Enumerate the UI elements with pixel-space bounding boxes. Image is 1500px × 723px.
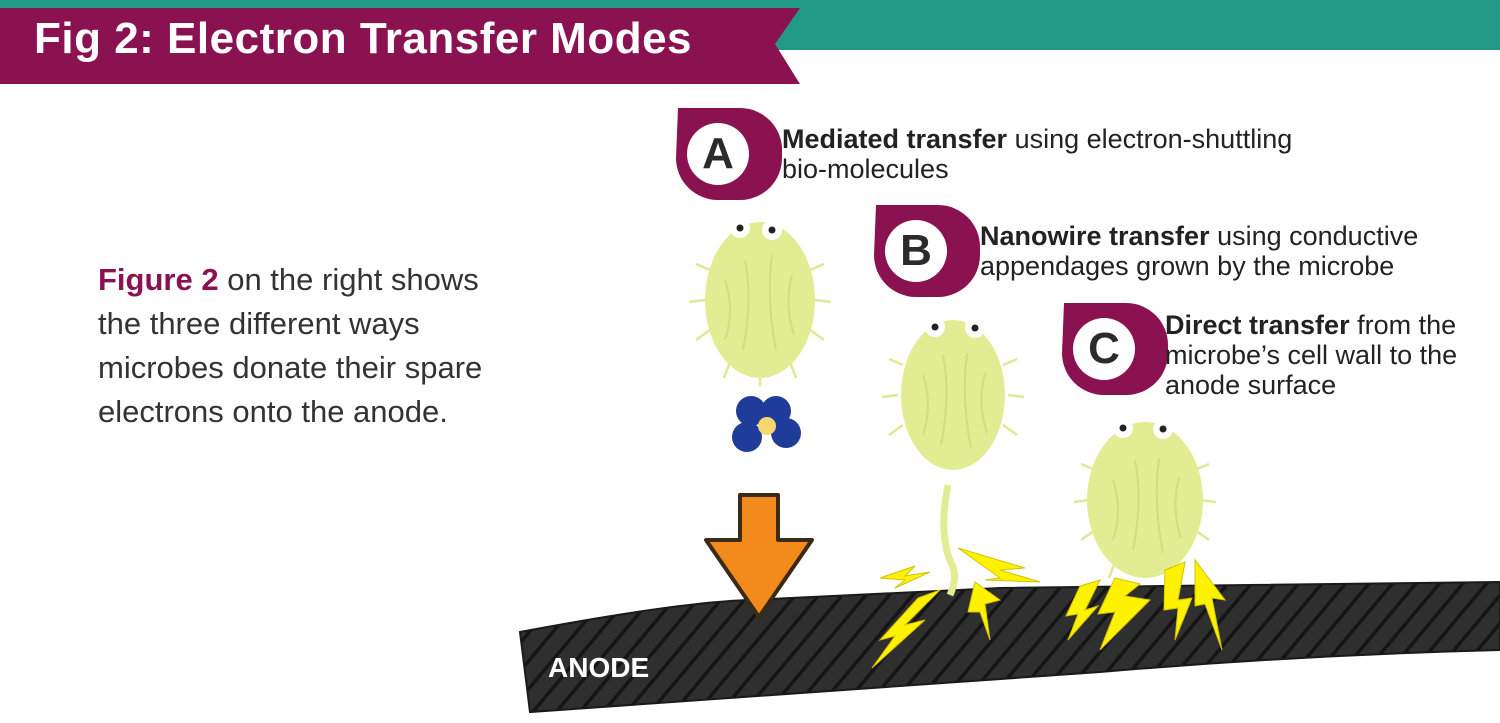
mode-b-line-1: using conductive (1209, 221, 1419, 251)
mode-a-line-1: using electron-shuttling (1007, 124, 1293, 154)
down-arrow-icon (704, 493, 814, 619)
badge-a-icon (676, 108, 782, 200)
intro-line-2: the three different ways (98, 306, 420, 341)
badge-b-letter: B (900, 226, 932, 275)
mode-b-name: Nanowire transfer (980, 221, 1210, 251)
mode-a-name: Mediated transfer (782, 124, 1008, 154)
badge-b-icon (874, 205, 980, 297)
intro-paragraph: Figure 2 on the right shows the three di… (98, 258, 538, 434)
title-banner (0, 8, 800, 84)
molecule-cluster-icon (732, 396, 801, 452)
mode-a-line-2: bio-molecules (782, 154, 949, 184)
intro-line-3: microbes donate their spare (98, 350, 483, 385)
badge-a-letter: A (702, 129, 734, 178)
mode-c-line-1: from the (1349, 310, 1457, 340)
lightning-bolt-icon (871, 547, 1227, 669)
intro-line-4: electrons onto the anode. (98, 394, 448, 429)
mode-c-line-3: anode surface (1165, 370, 1337, 400)
badge-c-letter: C (1088, 324, 1120, 373)
mode-c-line-2: microbe’s cell wall to the (1165, 340, 1458, 370)
nanowire-icon (940, 484, 959, 597)
anode-electrode (518, 580, 1500, 714)
microbe-b-icon (881, 317, 1025, 470)
microbe-a-icon (688, 218, 832, 386)
mode-c-name: Direct transfer (1165, 310, 1350, 340)
mode-b-description: Nanowire transfer using conductive appen… (980, 221, 1418, 281)
figure-title: Fig 2: Electron Transfer Modes (34, 14, 693, 63)
anode-label: ANODE (548, 652, 650, 683)
mode-c-description: Direct transfer from the microbe’s cell … (1165, 310, 1457, 400)
mode-b-line-2: appendages grown by the microbe (980, 251, 1395, 281)
microbe-c-icon (1073, 418, 1217, 579)
badge-c-icon (1062, 303, 1168, 395)
intro-line-1: on the right shows (218, 262, 479, 297)
mode-a-description: Mediated transfer using electron-shuttli… (782, 124, 1292, 184)
intro-highlight: Figure 2 (98, 262, 219, 297)
